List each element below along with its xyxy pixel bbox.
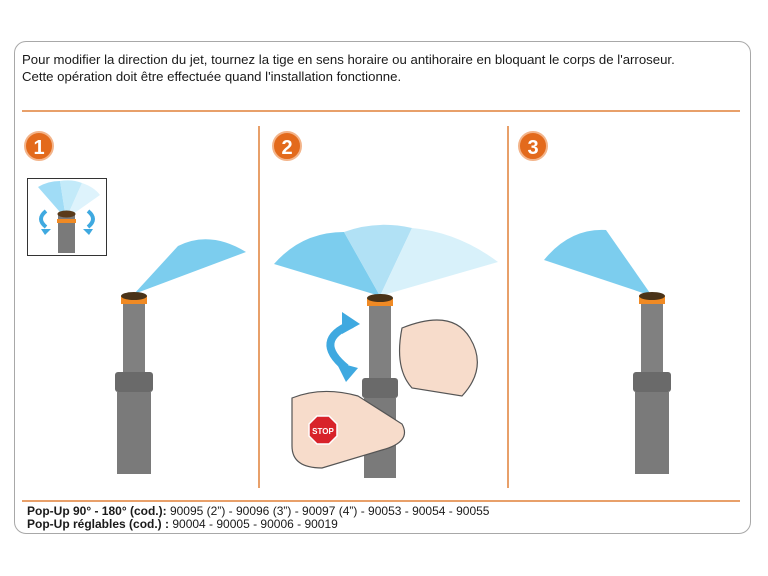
bottom-divider — [22, 500, 740, 502]
step-1-sprinkler — [115, 239, 246, 474]
rotation-detail-inset — [27, 178, 107, 256]
product-codes-row-2: Pop-Up réglables (cod.) : 90004 - 90005 … — [27, 516, 489, 531]
product-codes-values-1: 90095 (2”) - 90096 (3”) - 90097 (4”) - 9… — [166, 504, 490, 518]
product-codes: Pop-Up 90° - 180° (cod.): 90095 (2”) - 9… — [27, 505, 489, 530]
column-divider-1 — [258, 126, 260, 488]
step-2-adjust-illustration: STOP — [274, 224, 498, 478]
top-divider — [22, 110, 740, 112]
step-number-1: 1 — [24, 131, 54, 161]
product-codes-label-1: Pop-Up 90° - 180° (cod.): — [27, 504, 167, 518]
content-frame — [14, 41, 751, 534]
instructions-line-2: Cette opération doit être effectuée quan… — [22, 69, 402, 84]
step-number-3: 3 — [518, 131, 548, 161]
stop-sign-text: STOP — [312, 427, 334, 436]
product-codes-row-1: Pop-Up 90° - 180° (cod.): 90095 (2”) - 9… — [27, 505, 489, 518]
instructions: Pour modifier la direction du jet, tourn… — [22, 51, 752, 85]
product-codes-label-2: Pop-Up réglables (cod.) : — [27, 516, 170, 531]
instructions-line-1: Pour modifier la direction du jet, tourn… — [22, 52, 675, 67]
column-divider-2 — [507, 126, 509, 488]
product-codes-values-2: 90004 - 90005 - 90006 - 90019 — [169, 516, 338, 531]
step-number-2: 2 — [272, 131, 302, 161]
rotation-detail-illustration — [38, 180, 100, 253]
step-3-sprinkler — [544, 229, 671, 474]
